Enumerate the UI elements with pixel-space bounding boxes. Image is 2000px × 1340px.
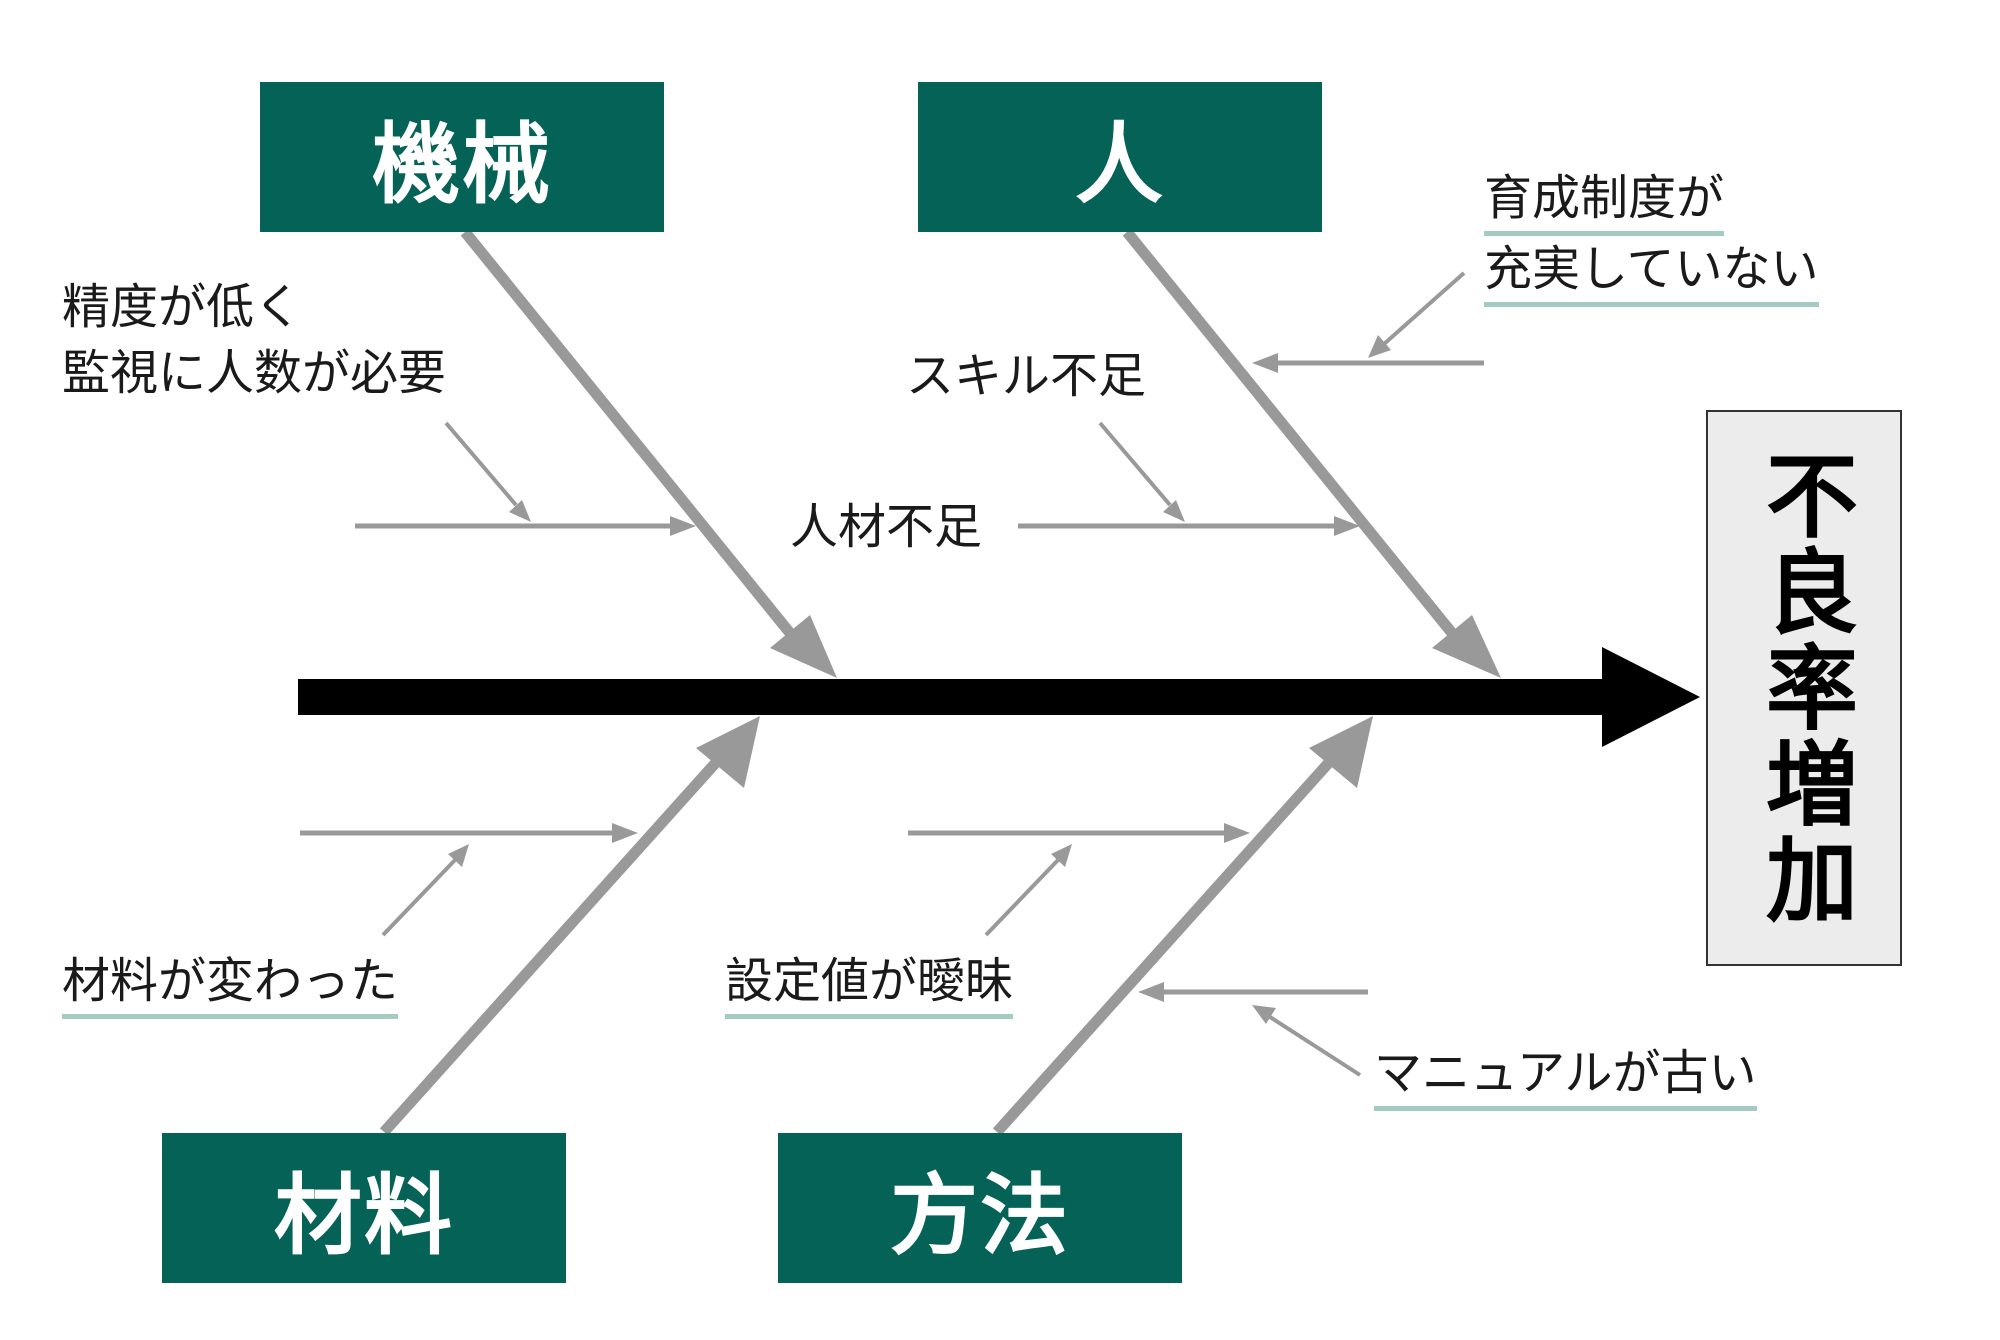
cause-people-shortage-label: 人材不足 (790, 499, 983, 555)
category-people-box: 人 (918, 82, 1322, 232)
bone-people-arrowhead (1432, 615, 1501, 678)
pointer-method-manual-head (1252, 1005, 1276, 1024)
cause-method-manual-label: マニュアルが古い (1374, 1040, 1757, 1111)
category-people-label: 人 (1074, 112, 1165, 216)
pointer-method-setting-head (1051, 844, 1072, 867)
pointer-people-training (1382, 271, 1466, 346)
sub-bone-people-shortage-arrowhead (1334, 516, 1360, 536)
pointer-method-manual (1268, 1015, 1362, 1077)
effect-box: 不良率増加 (1706, 410, 1902, 966)
bone-material (379, 754, 725, 1136)
category-machine-label: 機械 (371, 112, 552, 216)
sub-bone-machine-arrowhead (670, 516, 696, 536)
spine-line (298, 679, 1612, 715)
category-method-box: 方法 (778, 1133, 1182, 1283)
cause-people-shortage: 人材不足 (790, 494, 982, 560)
bone-method (992, 754, 1338, 1136)
cause-machine: 精度が低く 監視に人数が必要 (62, 274, 446, 406)
cause-people-training-line1: 育成制度が (1484, 165, 1725, 236)
cause-people-training: 育成制度が 充実していない (1484, 165, 1819, 307)
cause-material-change-label: 材料が変わった (62, 948, 399, 1019)
bone-machine-arrowhead (770, 615, 837, 678)
sub-bone-material-arrowhead (612, 823, 638, 843)
category-material-box: 材料 (162, 1133, 566, 1283)
bone-material-arrowhead (696, 716, 760, 788)
pointer-material-head (448, 844, 469, 867)
cause-material-change: 材料が変わった (62, 948, 399, 1019)
cause-machine-line1: 精度が低く (62, 279, 303, 335)
pointer-method-setting (984, 858, 1060, 937)
cause-machine-line2: 監視に人数が必要 (62, 345, 447, 401)
pointer-people-skill-head (1163, 500, 1185, 522)
effect-label: 不良率増加 (1750, 448, 1858, 928)
category-machine-box: 機械 (260, 82, 664, 232)
category-method-label: 方法 (889, 1163, 1070, 1267)
sub-bone-method-manual-arrowhead (1138, 982, 1164, 1002)
cause-people-training-line2: 充実していない (1484, 236, 1819, 307)
cause-method-setting-label: 設定値が曖昧 (725, 948, 1014, 1019)
pointer-people-training-head (1368, 335, 1391, 358)
pointer-machine-cause-head (509, 500, 531, 522)
bone-people (1122, 228, 1461, 642)
category-material-label: 材料 (273, 1163, 454, 1267)
sub-bone-people-training-arrowhead (1252, 353, 1278, 373)
sub-bone-method-setting-arrowhead (1224, 823, 1250, 843)
cause-people-skill-label: スキル不足 (906, 348, 1147, 404)
bone-method-arrowhead (1309, 716, 1373, 788)
pointer-material (381, 858, 457, 937)
pointer-people-skill (1098, 421, 1172, 507)
pointer-machine-cause (444, 421, 518, 507)
cause-people-skill: スキル不足 (906, 343, 1146, 409)
bone-machine (460, 228, 799, 642)
cause-method-setting: 設定値が曖昧 (725, 948, 1014, 1019)
cause-method-manual: マニュアルが古い (1374, 1040, 1757, 1111)
spine-arrowhead (1602, 647, 1700, 747)
